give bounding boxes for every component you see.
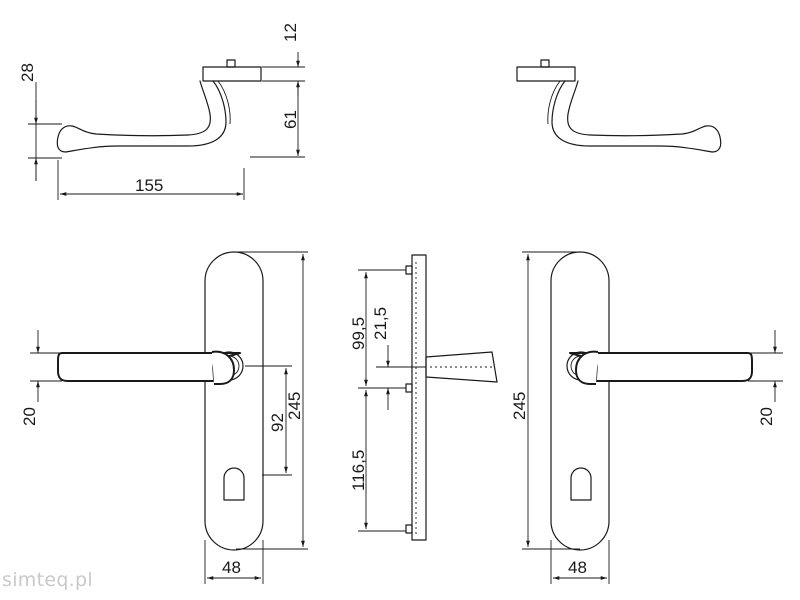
plate-front [57,251,264,551]
dim-12-61: 12 61 [250,23,305,158]
plate-side-section [405,254,498,541]
dim-side: 99,5 21,5 116,5 [349,269,426,532]
dim-label-48-front: 48 [222,558,241,577]
dim-label-92: 92 [268,413,287,432]
dim-label-48-back: 48 [568,558,587,577]
dim-245-back: 245 [510,251,580,550]
dim-label-155: 155 [135,176,163,195]
dim-label-28: 28 [18,63,37,82]
dim-label-99-5: 99,5 [349,317,368,350]
dim-92: 92 [245,365,292,476]
dim-label-20-left: 20 [20,407,39,426]
dim-label-21-5: 21,5 [371,307,390,340]
dim-label-20-right: 20 [757,407,776,426]
plate-back [550,251,753,551]
lever-side-view-left [56,59,262,153]
dim-label-245-front: 245 [285,392,304,420]
dim-20-right: 20 [748,330,783,426]
dim-label-116-5: 116,5 [349,450,368,491]
dim-label-12: 12 [281,23,300,42]
dim-48-front: 48 [204,540,264,584]
dim-label-245-back: 245 [510,392,529,420]
dim-245-front: 245 [236,251,308,550]
watermark: simteq.pl [2,569,93,591]
lever-side-view-right [516,59,722,153]
dim-label-61: 61 [281,110,300,129]
dim-20-left: 20 [20,330,62,426]
dim-48-back: 48 [550,540,610,584]
dim-28: 28 [18,63,62,181]
dim-155: 155 [57,160,245,200]
